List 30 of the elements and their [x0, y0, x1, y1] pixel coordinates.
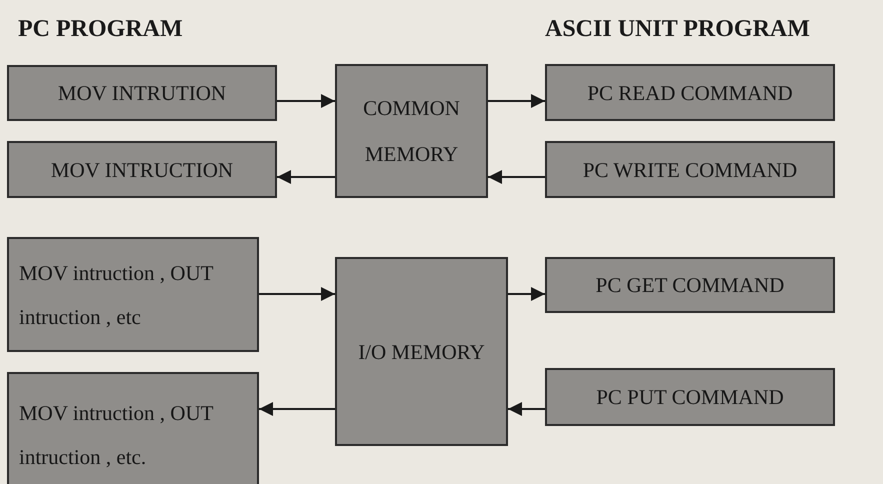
box-label: MOV intruction , OUT intruction , etc: [19, 260, 214, 330]
box-label: PC WRITE COMMAND: [582, 156, 798, 184]
arrow: [488, 170, 545, 184]
process-box: [545, 368, 835, 426]
box-label: PC PUT COMMAND: [596, 384, 784, 411]
process-box: [7, 372, 259, 484]
process-box: [7, 237, 259, 352]
box-label: PC READ COMMAND: [587, 80, 793, 106]
arrow: [508, 287, 545, 301]
box-label: MOV INTRUTION: [58, 80, 226, 107]
process-box: [7, 141, 277, 198]
section-heading: PC PROGRAM: [18, 16, 183, 43]
arrow: [508, 402, 545, 416]
section-heading: ASCII UNIT PROGRAM: [545, 16, 810, 43]
process-box: [335, 64, 488, 198]
box-label: COMMON MEMORY: [362, 95, 461, 168]
process-box: [545, 141, 835, 198]
box-label: PC GET COMMAND: [596, 272, 784, 299]
box-label: I/O MEMORY: [358, 338, 485, 366]
process-box: [7, 65, 277, 121]
process-box: [545, 64, 835, 121]
process-box: [545, 257, 835, 313]
box-label: MOV intruction , OUT intruction , etc.: [19, 400, 214, 470]
process-box: [335, 257, 508, 446]
arrow: [259, 287, 335, 301]
arrow: [277, 94, 335, 108]
arrow: [277, 170, 335, 184]
box-label: MOV INTRUCTION: [50, 156, 234, 184]
arrow: [259, 402, 335, 416]
arrow: [488, 94, 545, 108]
